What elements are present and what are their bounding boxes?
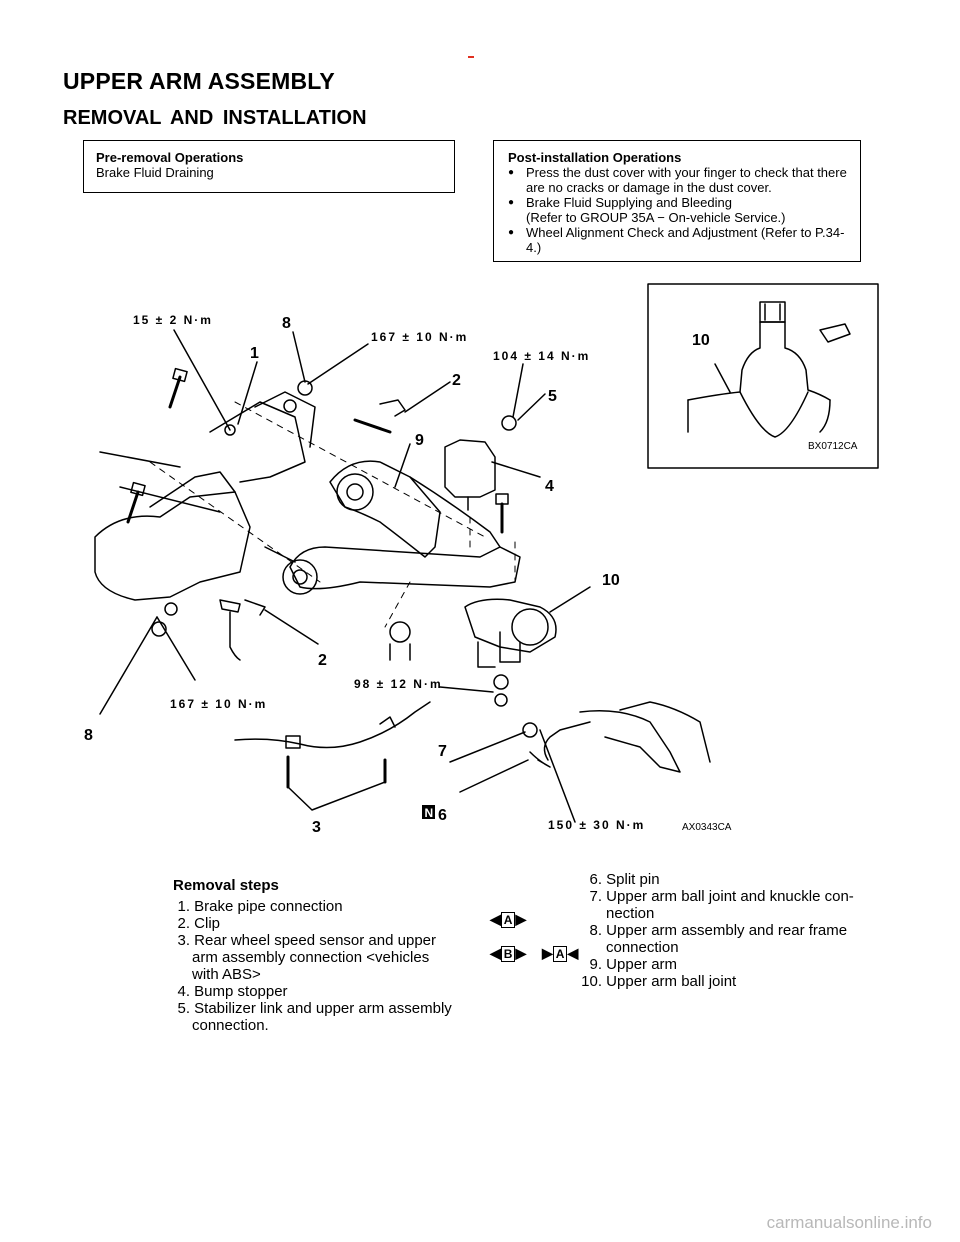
post-installation-item: Wheel Alignment Check and Adjustment (Re… [508, 225, 850, 255]
callout-number: 8 [84, 727, 93, 744]
leader-4 [491, 461, 541, 478]
callout-number: 2 [452, 372, 461, 389]
knuckle [579, 710, 681, 773]
inset-frame [647, 283, 879, 469]
speed-sensor-harness [234, 701, 431, 749]
step-item: 9. Upper arm [589, 956, 678, 973]
main-diagram-code: AX0343CA [682, 822, 732, 833]
leader-10 [549, 586, 591, 613]
leader-150 [539, 729, 576, 823]
leader-167-bottom [156, 616, 196, 681]
service-marker-a-install: ◀A▶ [490, 911, 527, 928]
post-installation-box: Post-installation Operations Press the d… [493, 140, 861, 262]
bump-stopper [444, 439, 496, 498]
callout-number: 10 [692, 332, 710, 349]
leader-5 [517, 393, 546, 421]
upper-arm-front [329, 460, 441, 558]
step-item: 6. Split pin [589, 871, 660, 888]
inset-diagram-code: BX0712CA [808, 441, 858, 452]
ball-joint [464, 598, 557, 653]
leader-8-top [292, 331, 306, 383]
step-item-cont: connection [606, 939, 679, 956]
pre-removal-item: Brake Fluid Draining [96, 165, 214, 180]
step-item: 1. Brake pipe connection [177, 898, 343, 915]
leader-15 [173, 329, 231, 431]
brake-pipe [229, 611, 241, 661]
leader-2-bottom [264, 609, 319, 645]
exploded-diagram: 15 ± 2 N·m 167 ± 10 N·m 104 ± 14 N·m 167… [84, 283, 879, 836]
inset-leader [714, 363, 731, 393]
step-item: 2. Clip [177, 915, 221, 932]
torque-label: 167 ± 10 N·m [170, 697, 267, 711]
post-installation-item: Brake Fluid Supplying and Bleeding(Refer… [508, 195, 850, 225]
step-item-cont: nection [606, 905, 655, 922]
callout-number: 3 [312, 819, 321, 836]
n-badge: N [425, 806, 434, 820]
callout-number: 2 [318, 652, 327, 669]
service-marker-a-remove: ▶A◀ [542, 945, 579, 962]
step-item: 10. Upper arm ball joint [581, 973, 737, 990]
leader-167-top [307, 343, 369, 385]
leader-6 [459, 759, 529, 793]
leader-7 [449, 731, 526, 763]
leader-3 [287, 781, 386, 811]
callout-number: 10 [602, 572, 620, 589]
n-badge-box [422, 805, 435, 819]
torque-label: 98 ± 12 N·m [354, 677, 443, 691]
removal-steps-title: Removal steps [173, 877, 279, 894]
leader-1 [237, 361, 258, 425]
torque-label: 104 ± 14 N·m [493, 349, 590, 363]
page-title: UPPER ARM ASSEMBLY [63, 68, 335, 94]
leader-98 [439, 686, 494, 693]
post-installation-title: Post-installation Operations [508, 150, 682, 165]
inset-finger [819, 323, 851, 343]
callout-number: 1 [250, 345, 259, 362]
torque-label: 167 ± 10 N·m [371, 330, 468, 344]
leader-8-bottom [99, 616, 158, 715]
removal-steps-left: 1. Brake pipe connection 2. Clip 3. Rear… [174, 898, 464, 1034]
page-subtitle: REMOVAL AND INSTALLATION [63, 107, 367, 129]
step-item: 4. Bump stopper [177, 983, 288, 1000]
callout-number: 8 [282, 315, 291, 332]
step-item-cont: connection. [192, 1017, 269, 1034]
callout-number: 6 [438, 807, 447, 824]
step-item: 5. Stabilizer link and upper arm assembl… [177, 1000, 452, 1017]
post-installation-item: Press the dust cover with your finger to… [508, 165, 850, 195]
torque-label: 150 ± 30 N·m [548, 818, 645, 832]
callout-number: 5 [548, 388, 557, 405]
split-pin [529, 751, 551, 768]
frame-bracket [94, 491, 251, 601]
leader-2-top [404, 381, 451, 413]
callout-number: 7 [438, 743, 447, 760]
leader-104 [512, 363, 524, 418]
callout-number: 9 [415, 432, 424, 449]
header-mark [468, 56, 474, 58]
service-marker-b-install: ◀B▶ [490, 945, 527, 962]
step-item: 8. Upper arm assembly and rear frame [589, 922, 848, 939]
pre-removal-box: Pre-removal Operations Brake Fluid Drain… [83, 140, 455, 193]
removal-steps-right: 6. Split pin 7. Upper arm ball joint and… [580, 871, 890, 990]
step-item: 3. Rear wheel speed sensor and upper [177, 932, 436, 949]
step-item: 7. Upper arm ball joint and knuckle con- [589, 888, 854, 905]
step-item-cont: with ABS> [192, 966, 261, 983]
watermark: carmanualsonline.info [766, 1213, 932, 1232]
leader-9 [394, 443, 411, 488]
torque-label: 15 ± 2 N·m [133, 313, 213, 327]
upper-arm-rear [289, 546, 521, 590]
step-item-cont: arm assembly connection <vehicles [192, 949, 430, 966]
pre-removal-title: Pre-removal Operations [96, 150, 244, 165]
callout-number: 4 [545, 478, 554, 495]
